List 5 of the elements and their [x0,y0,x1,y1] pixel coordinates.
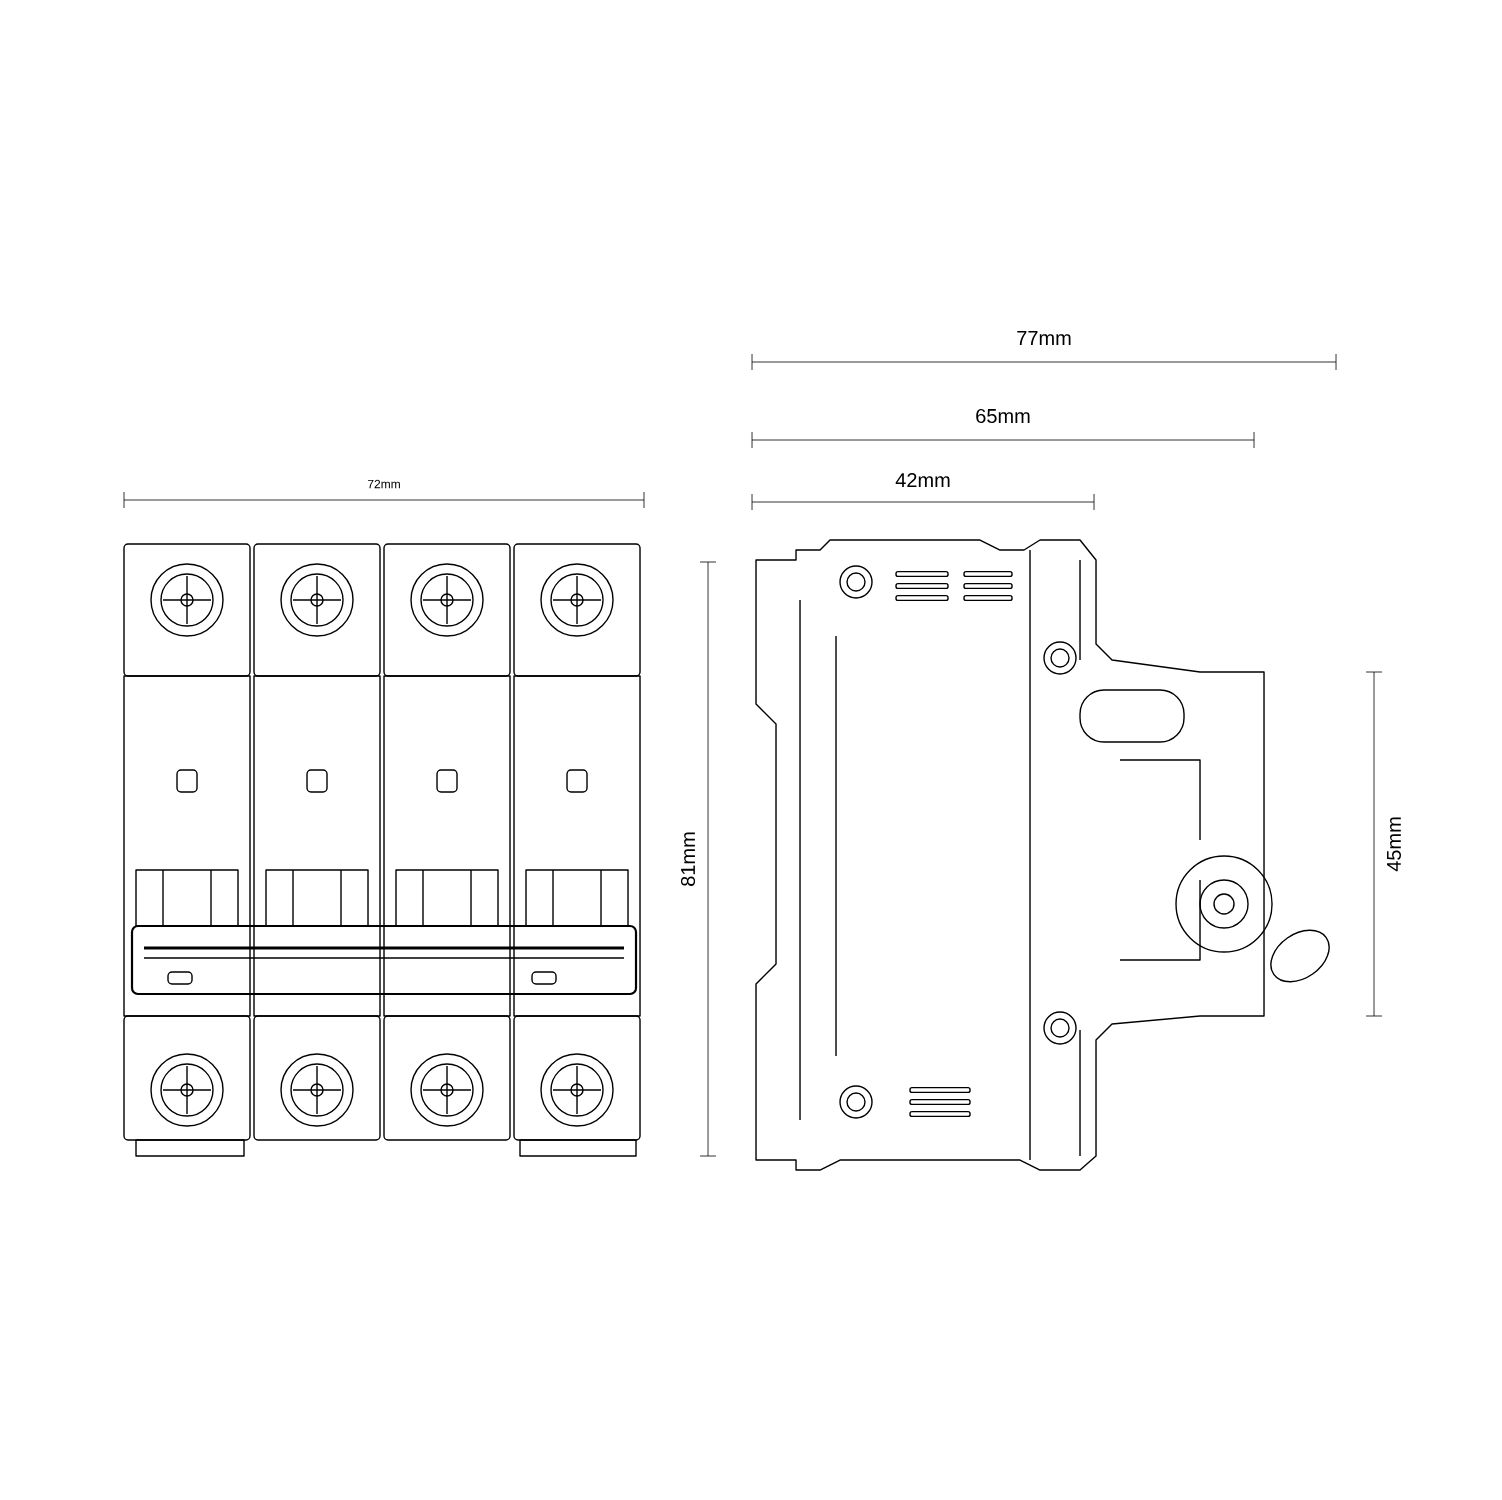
dimension-label: 42mm [895,473,950,487]
dimension-label: 65mm [976,408,1030,424]
dimension-label: 81mm [680,832,696,886]
dimension-label: 77mm [1017,331,1071,345]
dimension-label: 45mm [1387,817,1401,872]
